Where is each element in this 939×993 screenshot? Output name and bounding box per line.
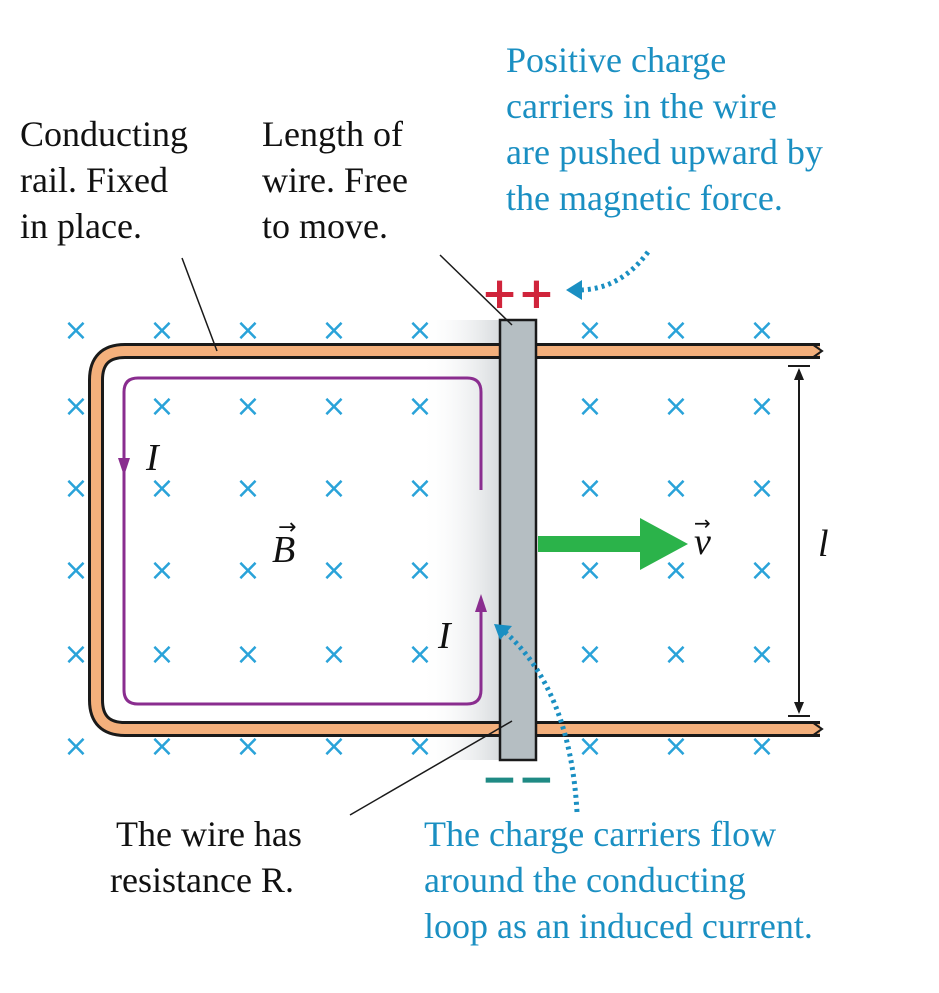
rail-label: Conducting rail. Fixed in place. [20, 114, 197, 246]
field-cross: × [749, 313, 774, 348]
current-label-right: I [437, 615, 453, 657]
field-cross: × [63, 637, 88, 672]
field-cross: × [149, 471, 174, 506]
field-cross: × [749, 637, 774, 672]
field-vector-arrow: → [278, 515, 296, 540]
wire-label: Length of wire. Free to move. [262, 114, 417, 246]
field-cross: × [63, 729, 88, 764]
field-cross: × [749, 471, 774, 506]
field-cross: × [663, 313, 688, 348]
field-cross: × [149, 389, 174, 424]
leader-lines [181, 254, 513, 816]
field-cross: × [63, 389, 88, 424]
field-cross: × [577, 553, 602, 588]
positive-charge-note: Positive charge carriers in the wire are… [506, 40, 832, 218]
moving-wire [498, 318, 538, 762]
field-cross: × [235, 471, 260, 506]
negative-charges: −− [481, 754, 555, 805]
field-cross: × [663, 389, 688, 424]
field-cross: × [577, 637, 602, 672]
positive-charges: ++ [481, 268, 555, 319]
field-cross: × [407, 471, 432, 506]
field-cross: × [321, 553, 346, 588]
field-cross: × [235, 637, 260, 672]
field-cross: × [577, 471, 602, 506]
length-dimension [788, 365, 810, 717]
velocity-symbol: v [694, 521, 711, 563]
field-cross: × [407, 637, 432, 672]
field-cross: × [63, 553, 88, 588]
field-cross: × [749, 553, 774, 588]
field-cross: × [321, 389, 346, 424]
induced-current-loop [118, 376, 487, 706]
field-cross: × [149, 313, 174, 348]
field-cross: × [663, 553, 688, 588]
resistance-label: The wire has resistance R. [110, 814, 311, 900]
field-cross: × [407, 389, 432, 424]
field-cross: × [663, 471, 688, 506]
wake-shading [420, 320, 510, 760]
field-cross: × [235, 553, 260, 588]
field-cross: × [407, 313, 432, 348]
field-cross: × [663, 637, 688, 672]
field-cross: × [235, 389, 260, 424]
induced-current-note: The charge carriers flow around the cond… [424, 814, 813, 946]
field-cross: × [577, 389, 602, 424]
note-arrows [494, 250, 651, 813]
field-cross: × [63, 471, 88, 506]
current-arrow-down [118, 458, 130, 476]
field-cross: × [321, 637, 346, 672]
field-cross: × [321, 471, 346, 506]
velocity-arrow [538, 518, 688, 570]
field-cross: × [149, 637, 174, 672]
current-label-left: I [145, 437, 161, 479]
current-arrow-up [475, 594, 487, 612]
velocity-vector-arrow: → [694, 511, 711, 535]
field-cross: × [321, 313, 346, 348]
conducting-rail [88, 343, 824, 737]
field-cross: × [63, 313, 88, 348]
length-symbol: l [818, 523, 829, 565]
field-cross: × [407, 553, 432, 588]
field-cross: × [149, 553, 174, 588]
field-symbol: B [272, 529, 295, 571]
field-cross: × [577, 313, 602, 348]
field-cross: × [235, 313, 260, 348]
field-cross: × [749, 389, 774, 424]
